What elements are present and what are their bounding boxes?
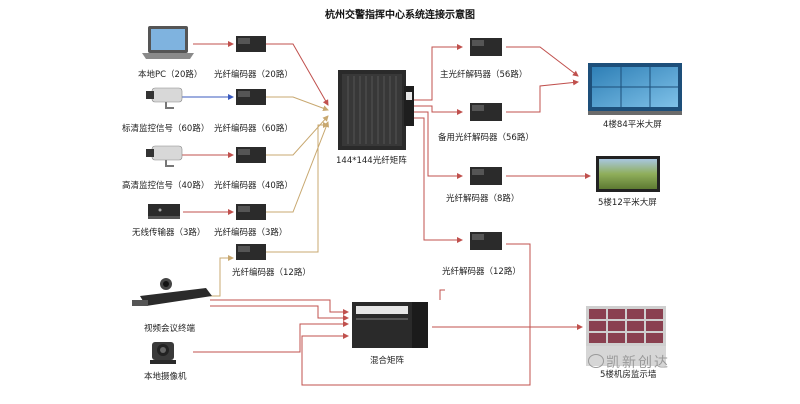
decoder-icon [470,232,502,250]
big-screen-84-icon [588,63,682,115]
encoder-icon [236,147,266,163]
hybrid-matrix-label: 混合矩阵 [370,356,405,366]
watermark: 凯新创达 [606,355,670,371]
monitor-wall-label: 5楼机房监示墙 [600,370,657,380]
decoder-main-label: 主光纤解码器（56路） [440,70,528,80]
diagram-title: 杭州交警指挥中心系统连接示意图 [325,10,475,21]
sd-signal-label: 标清监控信号（60路） [122,124,210,134]
screen-12-label: 5楼12平米大屏 [598,198,657,208]
sd-camera-icon [146,87,183,109]
fiber-matrix-icon [338,70,414,150]
monitor-wall-icon [586,306,666,366]
decoder-12-label: 光纤解码器（12路） [442,267,521,277]
encoder-40-label: 光纤编码器（40路） [214,181,293,191]
decoder-icon [470,167,502,185]
encoder-icon [236,36,266,52]
fiber-matrix-label: 144*144光纤矩阵 [336,156,407,166]
encoder-icon [236,244,266,260]
laptop-icon [142,26,194,59]
hd-signal-label: 高清监控信号（40路） [122,181,210,191]
video-conference-icon [132,278,212,306]
local-camera-label: 本地摄像机 [144,372,187,382]
encoder-3-label: 光纤编码器（3路） [214,228,288,238]
hd-camera-icon [146,145,183,167]
decoder-8-label: 光纤解码器（8路） [446,194,520,204]
links [181,41,591,386]
video-conference-label: 视频会议终端 [144,324,196,334]
wireless-label: 无线传输器（3路） [132,228,206,238]
big-screen-12-icon [596,156,660,192]
hybrid-matrix-icon [352,302,428,348]
local-camera-icon [150,342,176,364]
encoder-60-label: 光纤编码器（60路） [214,124,293,134]
decoder-backup-label: 备用光纤解码器（56路） [438,133,534,143]
encoder-12-label: 光纤编码器（12路） [232,268,311,278]
wireless-transmitter-icon [148,204,180,219]
encoder-20-label: 光纤编码器（20路） [214,70,293,80]
decoder-icon [470,38,502,56]
local-pc-label: 本地PC（20路） [138,70,203,80]
screen-84-label: 4楼84平米大屏 [603,120,662,130]
encoder-icon [236,89,266,105]
watermark-icon [588,354,604,368]
encoder-icon [236,204,266,220]
decoder-icon [470,103,502,121]
